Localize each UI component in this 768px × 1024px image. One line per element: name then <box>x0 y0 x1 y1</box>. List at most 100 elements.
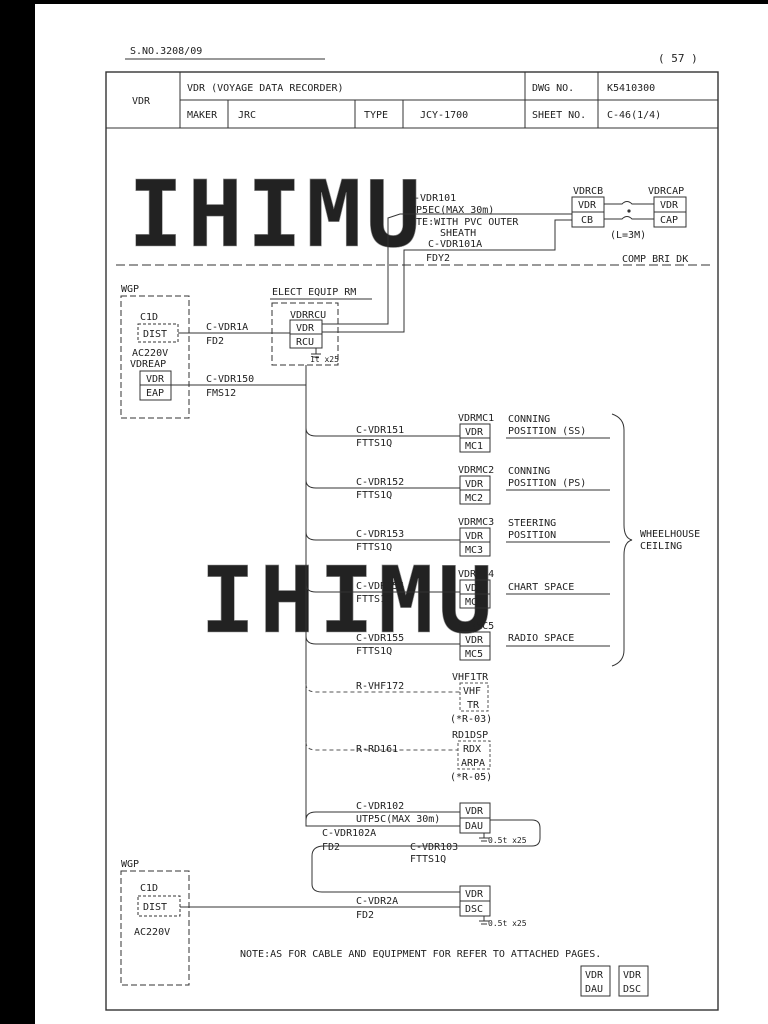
svg-text:DSC: DSC <box>623 984 641 995</box>
svg-text:VDR: VDR <box>578 200 597 211</box>
cable-c-vdr102a: C-VDR102A <box>322 828 376 839</box>
svg-text:VDRMC5: VDRMC5 <box>458 621 494 632</box>
cap-length: (L=3M) <box>610 230 646 241</box>
cable-c-vdr101a-type: FDY2 <box>426 253 450 264</box>
rcu-ground: 1t x25 <box>310 355 339 364</box>
wgp-bottom-label: WGP <box>121 859 139 870</box>
svg-text:VDR: VDR <box>465 806 484 817</box>
svg-text:CAP: CAP <box>660 215 678 226</box>
drawing-title: VDR (VOYAGE DATA RECORDER) <box>187 83 344 94</box>
sheet-no-label: SHEET NO. <box>532 110 586 121</box>
svg-text:VDR: VDR <box>465 531 484 542</box>
svg-text:VDR: VDR <box>660 200 679 211</box>
cable-c-vdr102: C-VDR102 <box>356 801 404 812</box>
type-label: TYPE <box>364 110 388 121</box>
title-vdr: VDR <box>132 96 151 107</box>
cable-c-vdr102-type: UTP5C(MAX 30m) <box>356 814 440 825</box>
scan-top-border <box>35 0 768 4</box>
svg-text:MC5: MC5 <box>465 649 483 660</box>
dist-bottom: DIST <box>143 902 167 913</box>
svg-text:VDR: VDR <box>585 970 604 981</box>
monitor-mc4: C-VDR154 FTTS1Q VDRMC4 VDR MC4 CHART SPA… <box>305 569 610 609</box>
cable-c-vdr150-type: FMS12 <box>206 388 236 399</box>
vdrrcu-box: VDR RCU <box>289 319 323 349</box>
svg-text:C-VDR152: C-VDR152 <box>356 477 404 488</box>
svg-text:CB: CB <box>581 215 593 226</box>
cap-link-cable <box>604 201 654 220</box>
dsc-box: VDR DSC <box>459 885 491 917</box>
svg-text:VDR: VDR <box>465 889 484 900</box>
svg-text:POSITION (SS): POSITION (SS) <box>508 426 586 437</box>
svg-text:VDR: VDR <box>465 427 484 438</box>
vdrrcu-label: VDRRCU <box>290 310 326 321</box>
dist-top: DIST <box>143 329 167 340</box>
ac220v-top: AC220V <box>132 348 168 359</box>
ext-vhf1tr: R-VHF172 VHF1TR VHF TR (*R-03) <box>305 672 492 725</box>
dau-ground-icon <box>479 833 489 842</box>
svg-text:RD1DSP: RD1DSP <box>452 730 488 741</box>
cable-rcu-to-cb-2 <box>322 219 572 333</box>
wheelhouse-brace <box>611 413 633 667</box>
svg-text:VDRMC1: VDRMC1 <box>458 413 494 424</box>
dist-box-bottom <box>137 895 181 917</box>
vdrcb-label: VDRCB <box>573 186 603 197</box>
svg-text:VDR: VDR <box>146 374 165 385</box>
wgp-bottom-outline <box>120 870 190 986</box>
cable-c-vdr1a-type: FD2 <box>206 336 224 347</box>
cable-dau-to-dsc <box>311 819 541 893</box>
ext-rd1dsp: R-RD161 RD1DSP RDX ARPA (*R-05) <box>305 730 492 783</box>
watermark-top: IHIMU <box>128 161 425 268</box>
svg-text:TR: TR <box>467 700 480 711</box>
svg-text:C-VDR154: C-VDR154 <box>356 581 404 592</box>
watermark-middle: IHIMU <box>200 547 497 654</box>
wgp-top-outline <box>120 295 190 419</box>
svg-text:CONNING: CONNING <box>508 466 550 477</box>
cable-rcu-to-cb-1 <box>322 213 572 325</box>
page-number: ( 57 ) <box>658 52 698 65</box>
svg-text:VDR: VDR <box>465 583 484 594</box>
dist-box-top <box>137 323 179 343</box>
drawing-frame <box>105 71 719 1011</box>
monitor-mc1: C-VDR151 FTTS1Q VDRMC1 VDR MC1 CONNING P… <box>305 413 610 453</box>
svg-text:C-VDR151: C-VDR151 <box>356 425 404 436</box>
svg-text:CONNING: CONNING <box>508 414 550 425</box>
svg-text:FTTS1Q: FTTS1Q <box>356 490 392 501</box>
vdreap-box: VDR EAP <box>139 370 172 401</box>
svg-text:RADIO SPACE: RADIO SPACE <box>508 633 574 644</box>
svg-text:ARPA: ARPA <box>461 758 485 769</box>
svg-text:DAU: DAU <box>465 821 483 832</box>
svg-text:C-VDR153: C-VDR153 <box>356 529 404 540</box>
svg-text:FTTS1Q: FTTS1Q <box>356 646 392 657</box>
svg-text:MC2: MC2 <box>465 493 483 504</box>
svg-text:EAP: EAP <box>146 388 164 399</box>
dsc-ground: 0.5t x25 <box>488 919 527 928</box>
svg-text:FTTS1Q: FTTS1Q <box>356 438 392 449</box>
ac220v-bottom: AC220V <box>134 927 170 938</box>
title-block <box>106 72 718 129</box>
svg-text:R-RD161: R-RD161 <box>356 744 398 755</box>
svg-text:C-VDR155: C-VDR155 <box>356 633 404 644</box>
maker-label: MAKER <box>187 110 218 121</box>
elect-room-outline <box>271 302 339 366</box>
dau-box: VDR DAU <box>459 802 491 834</box>
drawing-note: NOTE:AS FOR CABLE AND EQUIPMENT FOR REFE… <box>240 949 601 960</box>
svg-text:VHF1TR: VHF1TR <box>452 672 489 683</box>
cable-note: NOTE:WITH PVC OUTER <box>404 217 519 228</box>
svg-text:CHART SPACE: CHART SPACE <box>508 582 574 593</box>
svg-text:FTTS1Q: FTTS1Q <box>356 542 392 553</box>
wheelhouse-label: WHEELHOUSE <box>640 529 700 540</box>
svg-text:STEERING: STEERING <box>508 518 556 529</box>
svg-text:DAU: DAU <box>585 984 603 995</box>
svg-text:RDX: RDX <box>463 744 481 755</box>
cable-c-vdr103-type: FTTS1Q <box>410 854 446 865</box>
dau-ground: 0.5t x25 <box>488 836 527 845</box>
c1d-label: C1D <box>140 312 158 323</box>
monitor-mc3: C-VDR153 FTTS1Q VDRMC3 VDR MC3 STEERING … <box>305 517 610 557</box>
type: JCY-1700 <box>420 110 468 121</box>
svg-text:VDRMC3: VDRMC3 <box>458 517 494 528</box>
cable-c-vdr1a: C-VDR1A <box>206 322 248 333</box>
svg-text:MC4: MC4 <box>465 597 483 608</box>
svg-text:FTTS1Q: FTTS1Q <box>356 594 392 605</box>
svg-text:MC3: MC3 <box>465 545 483 556</box>
cable-c-vdr2a: C-VDR2A <box>356 896 398 907</box>
